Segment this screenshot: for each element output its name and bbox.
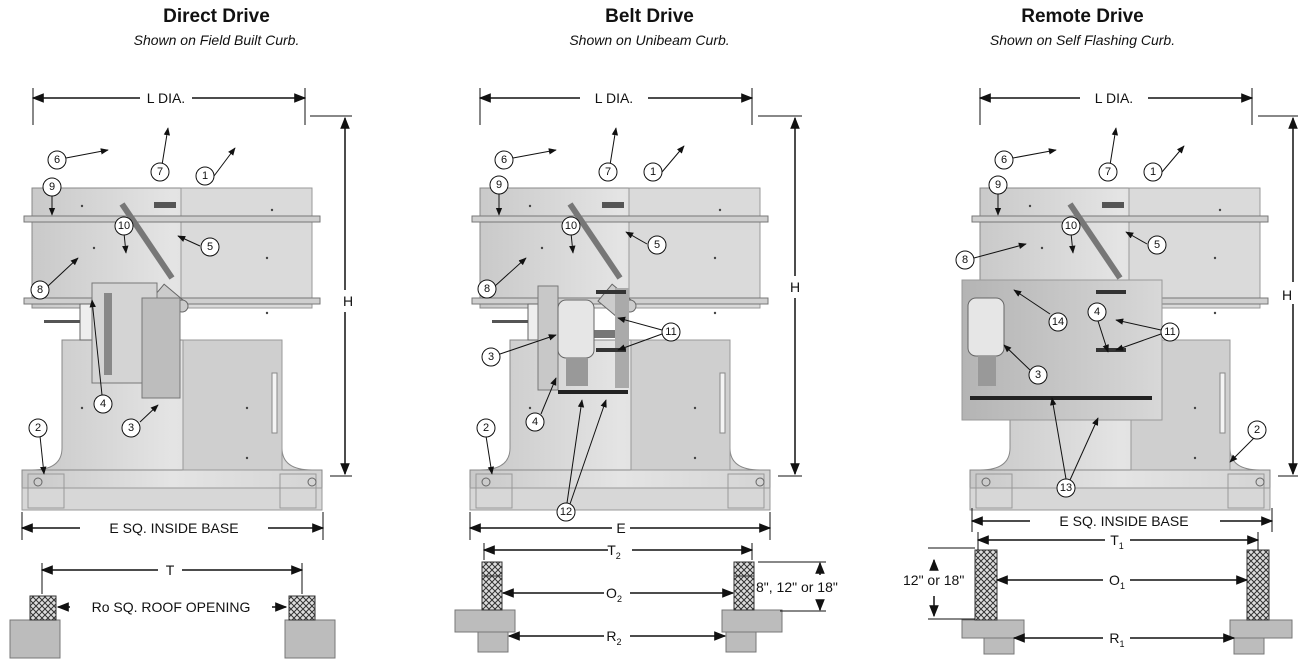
curb-height-options-belt: 8", 12" or 18" xyxy=(756,579,838,595)
panel-subtitle-belt-drive: Shown on Unibeam Curb. xyxy=(569,32,730,48)
svg-text:7: 7 xyxy=(157,166,163,178)
svg-text:14: 14 xyxy=(1052,316,1064,328)
panel-title-direct-drive: Direct Drive xyxy=(163,6,270,27)
svg-text:L DIA.: L DIA. xyxy=(1095,90,1133,106)
t2-label: T2 xyxy=(607,542,621,561)
svg-text:3: 3 xyxy=(1035,369,1041,381)
svg-text:8: 8 xyxy=(962,254,968,266)
svg-text:8: 8 xyxy=(484,283,490,295)
svg-text:9: 9 xyxy=(995,179,1001,191)
callouts-direct-drive: 1 6 7 9 10 5 8 4 3 2 xyxy=(28,127,236,475)
callouts-remote-drive: 1 6 7 9 10 5 8 14 4 11 3 13 2 xyxy=(955,127,1267,498)
svg-text:11: 11 xyxy=(1164,326,1175,338)
svg-text:1: 1 xyxy=(650,166,656,178)
svg-text:11: 11 xyxy=(665,326,676,338)
t-label: T xyxy=(166,562,175,578)
svg-text:5: 5 xyxy=(654,239,660,251)
r2-label: R2 xyxy=(606,628,621,647)
svg-text:1: 1 xyxy=(1150,166,1156,178)
svg-text:3: 3 xyxy=(128,422,134,434)
unibeam-curb xyxy=(454,561,783,653)
svg-text:6: 6 xyxy=(501,154,507,166)
svg-text:7: 7 xyxy=(1105,166,1111,178)
svg-text:10: 10 xyxy=(118,220,130,232)
svg-text:4: 4 xyxy=(1094,306,1100,318)
svg-text:2: 2 xyxy=(1254,424,1260,436)
panel-title-belt-drive: Belt Drive xyxy=(605,6,694,27)
svg-text:6: 6 xyxy=(1001,154,1007,166)
direct-drive-drawing xyxy=(22,188,322,510)
o2-label: O2 xyxy=(606,585,622,604)
svg-text:3: 3 xyxy=(488,351,494,363)
svg-text:9: 9 xyxy=(496,179,502,191)
svg-text:9: 9 xyxy=(49,181,55,193)
remote-drive-drawing xyxy=(961,188,1270,510)
svg-text:13: 13 xyxy=(1060,482,1072,494)
svg-text:1: 1 xyxy=(202,170,208,182)
svg-text:7: 7 xyxy=(605,166,611,178)
t1-label: T1 xyxy=(1110,532,1124,551)
svg-text:10: 10 xyxy=(1065,220,1077,232)
panel-subtitle-direct-drive: Shown on Field Built Curb. xyxy=(133,32,300,48)
svg-text:5: 5 xyxy=(207,241,213,253)
panel-subtitle-remote-drive: Shown on Self Flashing Curb. xyxy=(989,32,1176,48)
e-sq-inside-base-label: E SQ. INSIDE BASE xyxy=(109,520,238,536)
svg-text:12: 12 xyxy=(560,506,572,518)
svg-text:2: 2 xyxy=(35,422,41,434)
svg-text:H: H xyxy=(1282,287,1292,303)
o1-label: O1 xyxy=(1109,572,1125,591)
l-dia-label: L DIA. xyxy=(147,90,185,106)
panel-title-remote-drive: Remote Drive xyxy=(1021,6,1144,27)
svg-text:8: 8 xyxy=(37,284,43,296)
svg-text:2: 2 xyxy=(483,422,489,434)
svg-text:5: 5 xyxy=(1154,239,1160,251)
svg-text:L DIA.: L DIA. xyxy=(595,90,633,106)
svg-text:4: 4 xyxy=(100,398,106,410)
svg-text:6: 6 xyxy=(54,154,60,166)
h-label: H xyxy=(343,293,353,309)
field-built-curb xyxy=(9,595,336,659)
ro-roof-opening-label: Ro SQ. ROOF OPENING xyxy=(92,599,251,615)
e-label: E xyxy=(616,520,625,536)
svg-text:10: 10 xyxy=(565,220,577,232)
callouts-belt-drive: 1 6 7 9 10 5 8 3 11 4 2 12 xyxy=(476,127,685,522)
svg-text:4: 4 xyxy=(532,416,538,428)
svg-text:E SQ. INSIDE BASE: E SQ. INSIDE BASE xyxy=(1059,513,1188,529)
curb-height-options-remote: 12" or 18" xyxy=(903,572,964,588)
self-flashing-curb xyxy=(961,549,1293,655)
r1-label: R1 xyxy=(1109,630,1124,649)
svg-text:H: H xyxy=(790,279,800,295)
